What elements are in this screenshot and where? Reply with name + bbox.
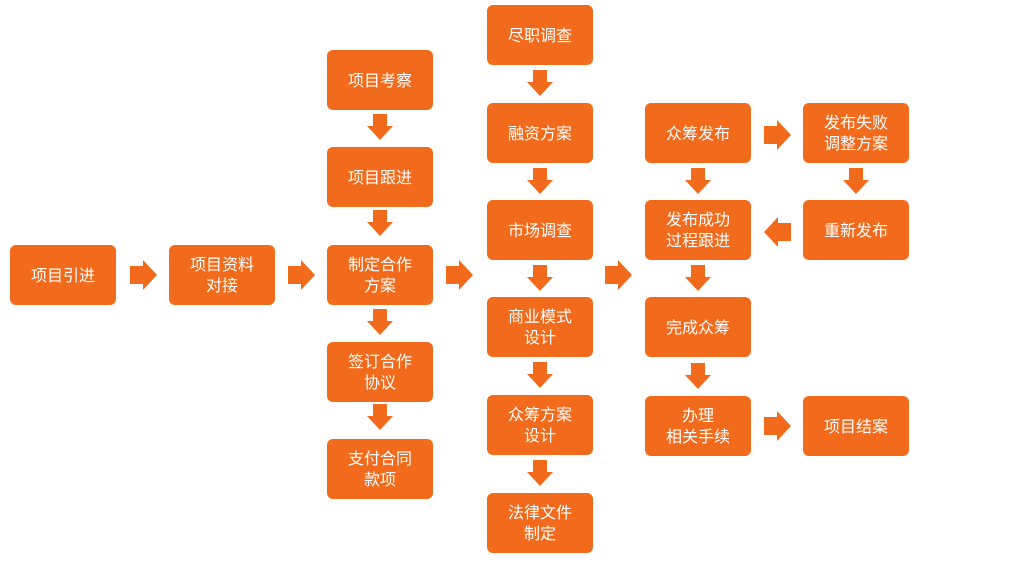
arrow-down-icon xyxy=(367,210,393,236)
node-shangye-moshi-sheji: 商业模式 设计 xyxy=(487,297,593,357)
arrow-down-icon xyxy=(367,404,393,430)
node-banli-shouxu: 办理 相关手续 xyxy=(645,396,751,456)
arrow-down-icon xyxy=(527,460,553,486)
node-fabu-chenggong-genjin: 发布成功 过程跟进 xyxy=(645,200,751,260)
node-zhongchou-fabu: 众筹发布 xyxy=(645,103,751,163)
node-xiangmu-genjin: 项目跟进 xyxy=(327,147,433,207)
node-xiangmu-kaocha: 项目考察 xyxy=(327,50,433,110)
node-wancheng-zhongchou: 完成众筹 xyxy=(645,297,751,357)
node-fabu-shibai-tiaozheng: 发布失败 调整方案 xyxy=(803,103,909,163)
node-qianding-hezuo-xieyi: 签订合作 协议 xyxy=(327,342,433,402)
node-xiangmu-yinjin: 项目引进 xyxy=(10,245,116,305)
arrow-down-icon xyxy=(527,168,553,194)
arrow-right-icon xyxy=(288,260,315,290)
arrow-down-icon xyxy=(527,362,553,388)
arrow-down-icon xyxy=(685,265,711,291)
node-zhiding-hezuo-fangan: 制定合作 方案 xyxy=(327,245,433,305)
arrow-right-icon xyxy=(130,260,157,290)
arrow-down-icon xyxy=(527,70,553,96)
arrow-down-icon xyxy=(685,168,711,194)
arrow-right-icon xyxy=(446,260,473,290)
node-rongzi-fangan: 融资方案 xyxy=(487,103,593,163)
arrow-left-icon xyxy=(764,217,791,247)
node-jinzhi-diaocha: 尽职调查 xyxy=(487,5,593,65)
node-xiangmu-jiean: 项目结案 xyxy=(803,396,909,456)
arrow-down-icon xyxy=(367,309,393,335)
arrow-right-icon xyxy=(605,260,632,290)
node-falv-wenjian-zhiding: 法律文件 制定 xyxy=(487,493,593,553)
node-xiangmu-ziliao-duijie: 项目资料 对接 xyxy=(169,245,275,305)
node-chongxin-fabu: 重新发布 xyxy=(803,200,909,260)
arrow-down-icon xyxy=(685,363,711,389)
node-zhongchou-fangan-sheji: 众筹方案 设计 xyxy=(487,395,593,455)
arrow-right-icon xyxy=(764,120,791,150)
arrow-right-icon xyxy=(764,411,791,441)
arrow-down-icon xyxy=(367,114,393,140)
arrow-down-icon xyxy=(843,168,869,194)
node-shichang-diaocha: 市场调查 xyxy=(487,200,593,260)
arrow-down-icon xyxy=(527,265,553,291)
node-zhifu-hetong-kuanxiang: 支付合同 款项 xyxy=(327,439,433,499)
